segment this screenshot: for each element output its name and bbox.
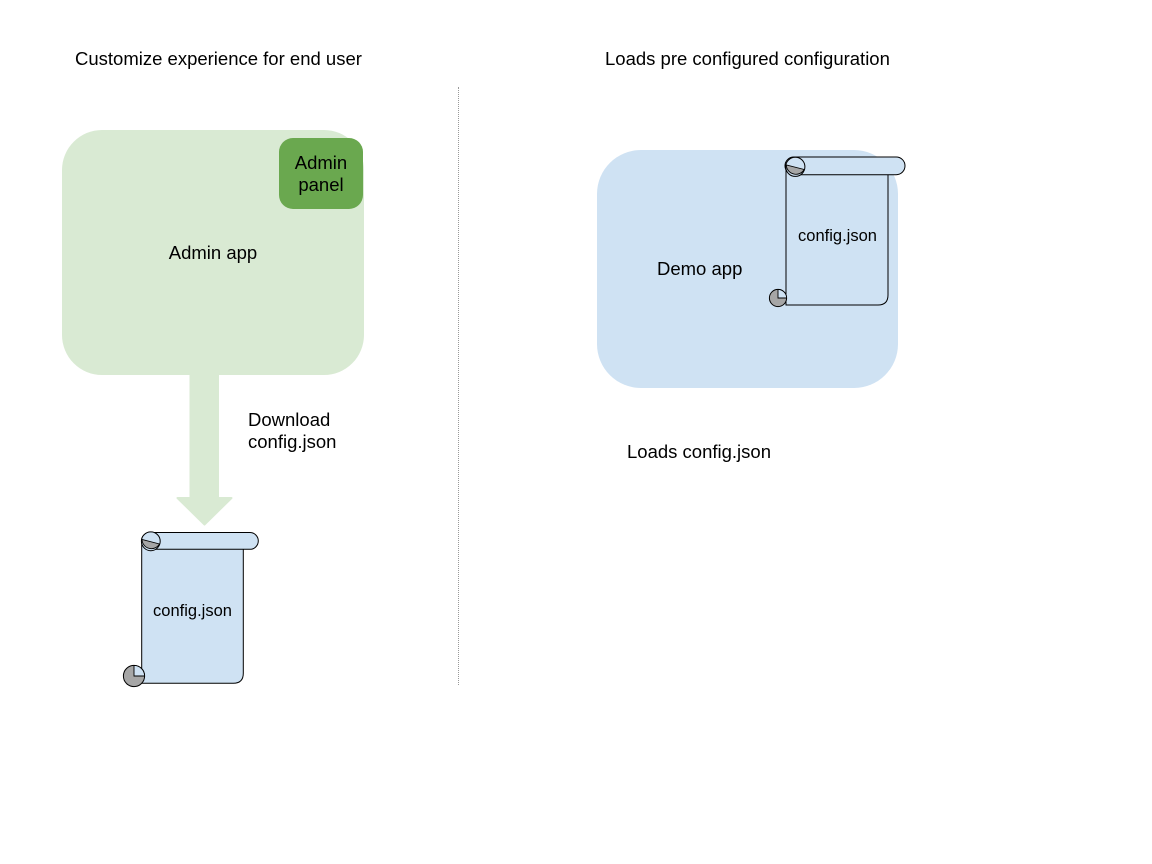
scroll-top-curl — [141, 538, 161, 550]
right-section-title: Loads pre configured configuration — [605, 48, 890, 69]
download-arrow-icon — [176, 372, 233, 526]
scroll-bottom-curl — [133, 664, 146, 677]
demo-app-label: Demo app — [657, 258, 743, 279]
left-section-title: Customize experience for end user — [75, 48, 362, 69]
demo-app-box: Demo app — [597, 150, 898, 388]
config-json-file-label: config.json — [798, 227, 877, 245]
admin-app-label: Admin app — [168, 242, 258, 263]
download-arrow-label: Download config.json — [248, 409, 337, 452]
config-json-file-label: config.json — [153, 602, 232, 620]
loads-config-caption: Loads config.json — [627, 441, 771, 462]
admin-panel-label: Admin panel — [294, 152, 348, 195]
section-divider — [458, 87, 459, 685]
admin-panel-box: Admin panel — [279, 138, 363, 209]
